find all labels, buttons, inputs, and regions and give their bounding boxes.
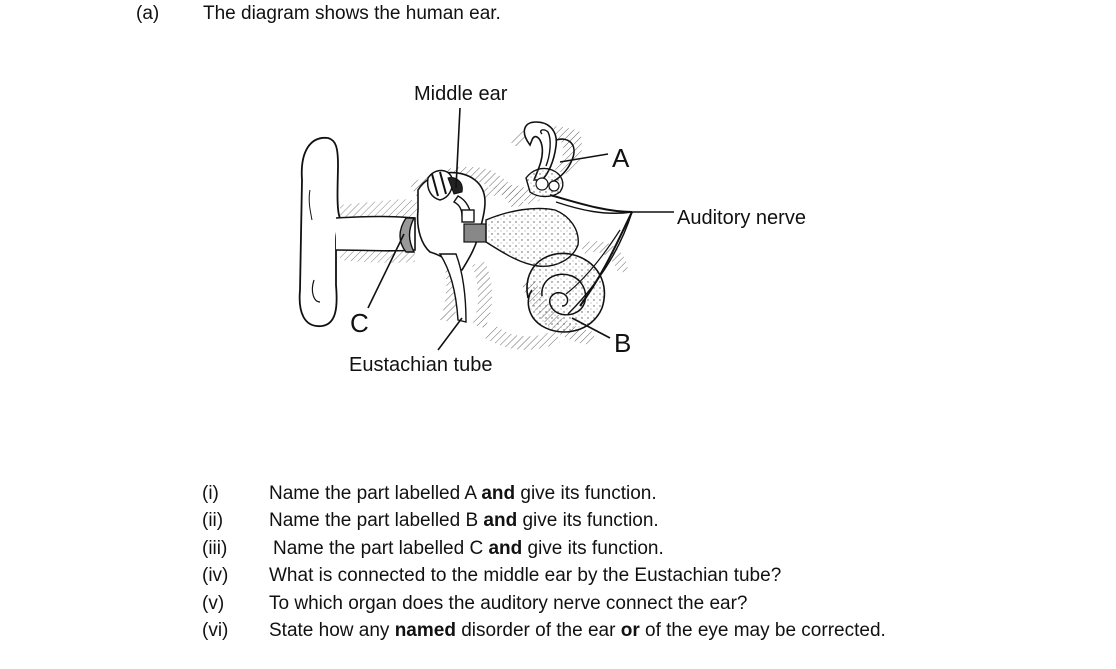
subquestion-number: (vi) (202, 619, 229, 641)
subquestion-text: Name the part labelled C and give its fu… (273, 537, 664, 559)
label-auditory-nerve: Auditory nerve (677, 207, 806, 229)
eardrum (399, 217, 416, 253)
question-intro: The diagram shows the human ear. (203, 3, 501, 24)
subquestion-number: (iii) (202, 537, 228, 559)
label-a: A (612, 143, 630, 173)
leader-lines (367, 107, 674, 351)
ear-canal (335, 215, 416, 252)
subquestion-number: (ii) (202, 510, 224, 532)
question-part-label: (a) (136, 3, 160, 24)
ossicles (426, 169, 475, 223)
subquestion-text: Name the part labelled B and give its fu… (269, 510, 659, 532)
subquestion-text: Name the part labelled A and give its fu… (269, 483, 657, 504)
subquestion-text: State how any named disorder of the ear … (269, 619, 886, 641)
subquestion-text: What is connected to the middle ear by t… (269, 565, 782, 587)
pinna (298, 137, 351, 327)
subquestion-number: (iv) (202, 565, 229, 587)
subquestion-number: (i) (202, 483, 219, 504)
ear-diagram: Middle ear A Auditory nerve C Eustachian… (298, 83, 806, 376)
auditory-nerve (549, 194, 633, 315)
subquestion-text: To which organ does the auditory nerve c… (269, 592, 748, 614)
label-c: C (350, 308, 369, 338)
semicircular-canals (523, 121, 575, 198)
label-eustachian-tube: Eustachian tube (349, 354, 492, 376)
cochlea (526, 252, 606, 333)
oval-window (463, 223, 487, 243)
vestibule (485, 207, 579, 267)
label-b: B (614, 328, 631, 358)
eustachian-tube (438, 253, 467, 323)
subquestion-number: (v) (202, 592, 225, 614)
label-middle-ear: Middle ear (414, 83, 508, 105)
